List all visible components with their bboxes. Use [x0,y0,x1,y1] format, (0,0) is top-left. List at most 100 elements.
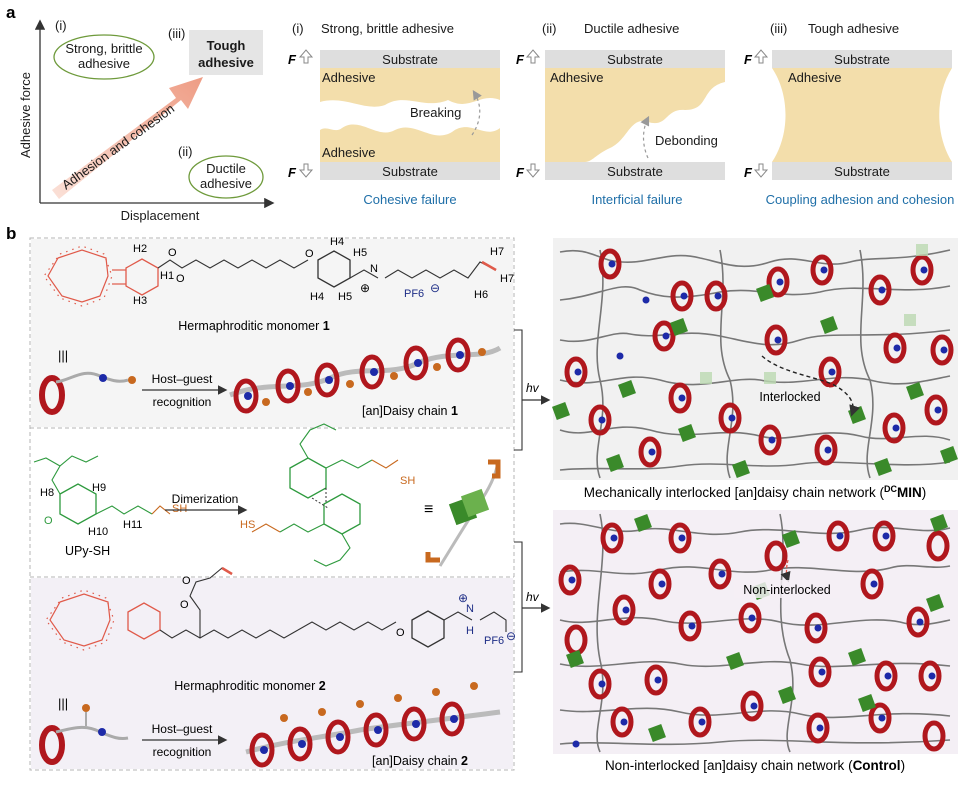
arrow-up-icon [298,49,314,64]
alkene-end-icon [82,704,90,712]
hv-label-top: hv [526,381,540,395]
h-label: H11 [123,519,142,531]
adhesive-ii-label: Adhesive [550,70,603,85]
substrate-top-ii [545,50,725,68]
svg-text:O: O [182,575,191,587]
force-top-i: F [288,52,297,67]
h-label: H2 [133,243,147,255]
monomer2-cartoon: Host–guest recognition [39,704,228,765]
monomer2-structure: O O O N ⊕ H PF6 ⊖ Hermaphroditic monomer… [45,566,516,711]
h-label: H7 [490,246,504,258]
adhesive-i-top-label: Adhesive [322,70,375,85]
h-label: H5 [338,291,352,303]
step1-line1: Host–guest [152,372,213,386]
svg-text:SH: SH [400,475,415,487]
non-interlocked-label: Non-interlocked [743,583,831,597]
monomer1-structure: O O O N ⊕ H2 H1 H3 H4 H5 H4 H5 H7 H7 H6 … [43,236,514,363]
svg-text:⊕: ⊕ [458,591,468,605]
adhesive-ii [545,68,725,162]
substrate-top-i [320,50,500,68]
schematic-iii: (iii) Tough adhesive Substrate Adhesive … [744,21,954,207]
daisy-chain-2: [an]Daisy chain 2 [245,682,501,768]
adhesive-i-bottom-label: Adhesive [322,145,375,160]
step2-line2: recognition [153,745,212,759]
monomer1-cartoon: Host–guest recognition [39,371,228,415]
ammonium-bead-icon [98,728,106,736]
schematic-ii: (ii) Ductile adhesive Substrate Adhesive… [516,21,725,207]
h-label: H9 [92,482,106,494]
debonding-label: Debonding [655,133,718,148]
macrocycle-ring-icon [39,725,65,765]
arrow-label: Adhesion and cohesion [59,101,177,193]
adhesive-bottom-i [320,124,500,162]
arrow-up-icon [525,49,541,64]
graph-item-ii-line1: Ductile [206,161,246,176]
svg-text:O: O [44,515,53,527]
schematic-iii-title: Tough adhesive [808,21,899,36]
arrow-down-icon [753,163,769,178]
schematic-ii-num: (ii) [542,21,556,36]
failure-i: Cohesive failure [363,192,456,207]
dimerization-label: Dimerization [172,492,239,506]
h-label: H3 [133,295,147,307]
hv-bracket-top: hv [514,329,551,451]
force-bottom-ii: F [516,165,525,180]
svg-text:⊖: ⊖ [430,281,440,295]
substrate-bottom-iii [772,162,952,180]
graph-item-iii-line2: adhesive [198,55,254,70]
schematic-ii-title: Ductile adhesive [584,21,679,36]
graph-item-ii-line2: adhesive [200,176,252,191]
h-label: H1 [160,270,174,282]
svg-text:O: O [180,599,189,611]
schematic-i: (i) Strong, brittle adhesive Substrate A… [288,21,500,207]
adhesive-top-i [320,68,500,107]
monomer2-label: Hermaphroditic monomer 2 [174,679,326,693]
svg-text:O: O [305,248,314,260]
force-bottom-iii: F [744,165,753,180]
adhesive-iii [772,68,952,162]
graph-item-iii-box [189,30,263,75]
failure-iii: Coupling adhesion and cohesion [766,192,955,207]
h-label: H4 [330,236,344,248]
adhesive-iii-label: Adhesive [788,70,841,85]
monomer1-section [31,239,513,427]
o-atom: O [168,247,177,259]
svg-text:|||: ||| [58,348,68,363]
step2-line1: Host–guest [152,722,213,736]
graph-item-iii-num: (iii) [168,26,185,41]
schematic-iii-num: (iii) [770,21,787,36]
failure-ii: Interficial failure [591,192,682,207]
hv-label-bottom: hv [526,590,540,604]
x-axis-label: Displacement [121,208,200,223]
svg-text:⊖: ⊖ [506,629,516,643]
interlocked-label: Interlocked [759,390,820,404]
debonding-arrow [640,115,650,159]
o-atom: O [176,273,185,285]
panel-a-letter: a [6,3,16,22]
network-top-caption: Mechanically interlocked [an]daisy chain… [584,484,926,500]
arrow-up-icon [753,49,769,64]
force-top-ii: F [516,52,525,67]
substrate-top-i-label: Substrate [382,52,438,67]
ammonium-bead-icon [99,374,107,382]
graph-item-i-line1: Strong, brittle [65,41,142,56]
upy-section: SH H8 H9 H10 H11 O UPy-SH Dimerization S… [33,423,501,567]
step1-line2: recognition [153,395,212,409]
force-top-iii: F [744,52,753,67]
force-bottom-i: F [288,165,297,180]
svg-text:N: N [370,263,378,275]
svg-text:|||: ||| [58,696,68,711]
svg-text:H: H [466,625,474,637]
arrow-down-icon [525,163,541,178]
non-interlocked-arrow [780,559,791,583]
graph-item-i-line2: adhesive [78,56,130,71]
counterion-2: PF6 [484,635,504,647]
chain1-label: [an]Daisy chain 1 [362,404,458,418]
substrate-bottom-i [320,162,500,180]
graph-item-i-ellipse [53,34,155,80]
schematic-i-title: Strong, brittle adhesive [321,21,454,36]
schematic-i-num: (i) [292,21,304,36]
panel-b-left-box [29,237,515,771]
network-top: Interlocked [552,238,958,480]
